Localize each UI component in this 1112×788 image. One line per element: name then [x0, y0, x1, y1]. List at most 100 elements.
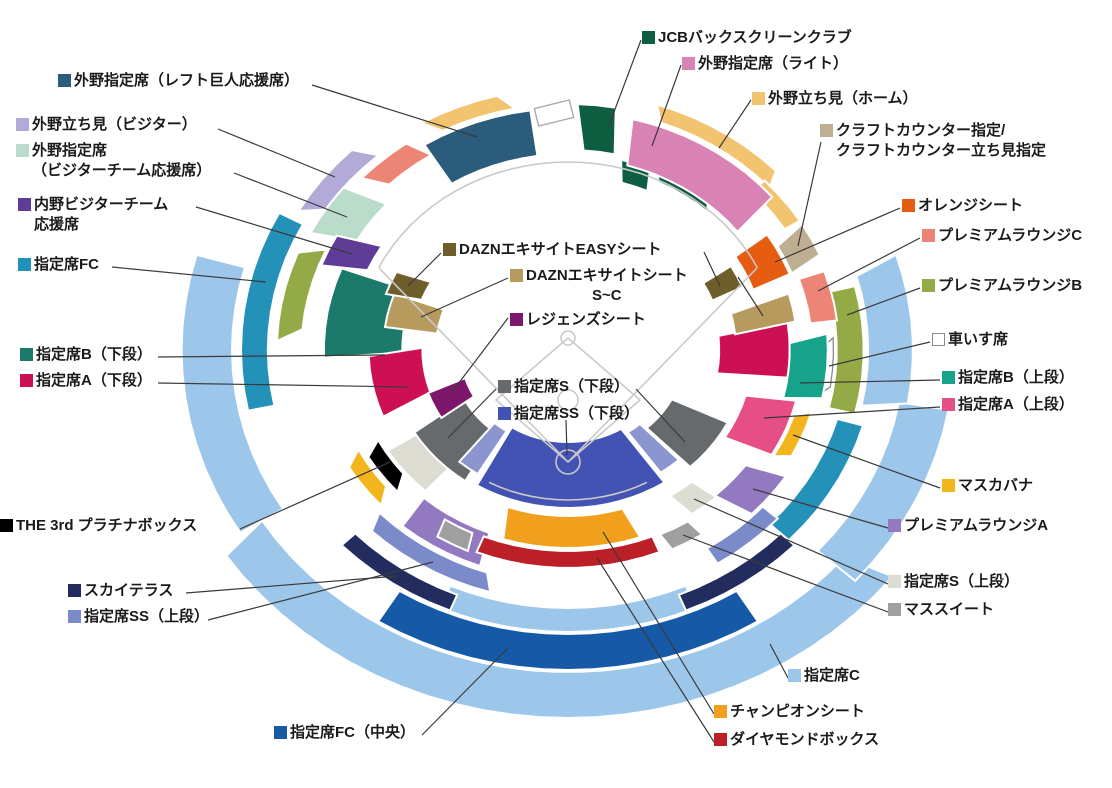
legend-swatch-ss-upper — [68, 610, 81, 623]
legend-item-fc-chuo: 指定席FC（中央） — [274, 723, 415, 743]
legend-swatch-the3rd — [0, 519, 13, 532]
legend-label-s-upper: 指定席S（上段） — [904, 573, 1020, 590]
legend-item-suite: マススイート — [888, 600, 994, 620]
leader-dazn-sc — [737, 276, 764, 317]
legend-swatch-jcb — [642, 31, 655, 44]
leader-legends — [451, 317, 509, 393]
leader-a-lower — [157, 382, 409, 388]
legend-swatch-craft — [820, 124, 833, 137]
leader-standing-home — [718, 99, 752, 149]
leader-diamond — [596, 557, 715, 743]
leader-b-lower — [157, 354, 386, 358]
legend-label-s-lower: 指定席S（下段） — [514, 378, 630, 395]
legend-item-leftfield: 外野指定席（レフト巨人応援席） — [58, 71, 299, 91]
legend-item-s-upper: 指定席S（上段） — [888, 572, 1019, 592]
legend-item-a-upper: 指定席A（上段） — [942, 395, 1074, 415]
leader-ss-lower — [565, 419, 568, 456]
legend-item-legends: レジェンズシート — [510, 310, 646, 330]
legend-label-champion: チャンピオンシート — [730, 703, 865, 720]
legend-swatch-orange — [902, 199, 915, 212]
legend-label-visitor-outfield: 外野指定席 （ビジターチーム応援席） — [32, 142, 212, 179]
legend-label-dazn-easy: DAZNエキサイトEASYシート — [459, 241, 662, 258]
leader-orange — [774, 207, 901, 263]
legend-label-jcb: JCBバックスクリーンクラブ — [658, 29, 852, 46]
leader-fc-chuo — [421, 647, 509, 736]
map-section-s-lower — [645, 398, 730, 469]
leader-rightfield — [651, 64, 682, 147]
leader-infield-visitor — [195, 206, 353, 255]
legend-label-ss-lower: 指定席SS（下段） — [514, 405, 640, 422]
legend-label-b-upper: 指定席B（上段） — [958, 369, 1074, 386]
map-section-craft — [776, 222, 821, 275]
legend-swatch-s-lower — [498, 380, 511, 393]
legend-item-orange: オレンジシート — [902, 196, 1023, 216]
map-section-c — [438, 584, 698, 634]
legend-item-skyterrace: スカイテラス — [68, 581, 173, 601]
map-section-c — [224, 519, 895, 720]
map-section-leftfield — [422, 109, 539, 186]
legend-swatch-b-upper — [942, 371, 955, 384]
legend-swatch-standing-visitor — [16, 118, 29, 131]
leader-s-lower — [635, 388, 686, 443]
legend-item-craft: クラフトカウンター指定/ クラフトカウンター立ち見指定 — [820, 121, 1046, 161]
scoreboard — [533, 99, 575, 127]
map-section-ss-upper — [370, 510, 492, 594]
map-section-a-lower — [367, 346, 432, 419]
field — [378, 161, 758, 501]
map-section-dazn-easy — [701, 264, 744, 302]
map-section-skyterrace — [340, 532, 459, 612]
legend-swatch-lounge-c — [922, 229, 935, 242]
legend-label-dazn-sc: DAZNエキサイトシート S~C — [526, 267, 688, 304]
map-section-lounge-b — [275, 248, 329, 343]
legend-label-leftfield: 外野指定席（レフト巨人応援席） — [74, 72, 300, 89]
legend-item-lounge-a: プレミアムラウンジA — [888, 516, 1048, 536]
legend-swatch-a-lower — [20, 374, 33, 387]
legend-item-b-upper: 指定席B（上段） — [942, 368, 1074, 388]
legend-swatch-s-upper — [888, 575, 901, 588]
leader-dazn-easy — [703, 251, 721, 287]
map-section-dazn-sc — [729, 292, 797, 336]
legend-swatch-visitor-outfield — [16, 144, 29, 157]
legend-swatch-infield-visitor — [18, 198, 31, 211]
legend-swatch-standing-home — [752, 92, 765, 105]
legend-item-infield-visitor: 内野ビジターチーム 応援席 — [18, 195, 168, 235]
legend-label-infield-visitor: 内野ビジターチーム 応援席 — [34, 196, 169, 233]
map-section-ss-flank — [626, 422, 681, 475]
legend-item-diamond: ダイヤモンドボックス — [714, 730, 879, 750]
legend-label-suite: マススイート — [904, 601, 995, 618]
legend-label-skyterrace: スカイテラス — [84, 582, 174, 599]
map-section-champion — [502, 505, 642, 550]
legend-swatch-c — [788, 669, 801, 682]
legend-item-jcb: JCBバックスクリーンクラブ — [642, 28, 852, 48]
map-section-lounge-c — [359, 142, 434, 186]
leader-ss-upper — [207, 561, 434, 621]
map-section-lounge-c — [797, 269, 839, 325]
legend-label-wheelchair: 車いす席 — [948, 331, 1009, 348]
leader-standing-visitor — [217, 128, 336, 178]
legend-swatch-diamond — [714, 733, 727, 746]
leader-suite — [682, 534, 889, 613]
map-section-cabana — [771, 411, 813, 458]
legend-item-champion: チャンピオンシート — [714, 702, 865, 722]
leader-leftfield — [311, 84, 478, 138]
leader-skyterrace — [185, 575, 399, 594]
legend-item-fc: 指定席FC — [18, 255, 99, 275]
leader-s-lower — [447, 388, 497, 439]
legend-item-dazn-easy: DAZNエキサイトEASYシート — [443, 240, 662, 260]
map-section-c — [816, 400, 950, 583]
legend-label-ss-upper: 指定席SS（上段） — [84, 608, 210, 625]
legend-label-fc: 指定席FC — [34, 256, 99, 273]
legend-item-ss-upper: 指定席SS（上段） — [68, 607, 209, 627]
legend-swatch-fc-chuo — [274, 726, 287, 739]
leader-s-upper — [693, 498, 889, 585]
leader-wheelchair — [828, 341, 931, 367]
map-section-the3rd — [367, 438, 405, 494]
map-section-suite — [658, 520, 704, 551]
map-section-cabana — [347, 447, 388, 508]
leader-b-upper — [799, 379, 941, 384]
legend-swatch-leftfield — [58, 74, 71, 87]
leader-cabana — [792, 434, 941, 489]
map-section-c — [855, 253, 914, 407]
leader-dazn-easy — [407, 252, 442, 287]
